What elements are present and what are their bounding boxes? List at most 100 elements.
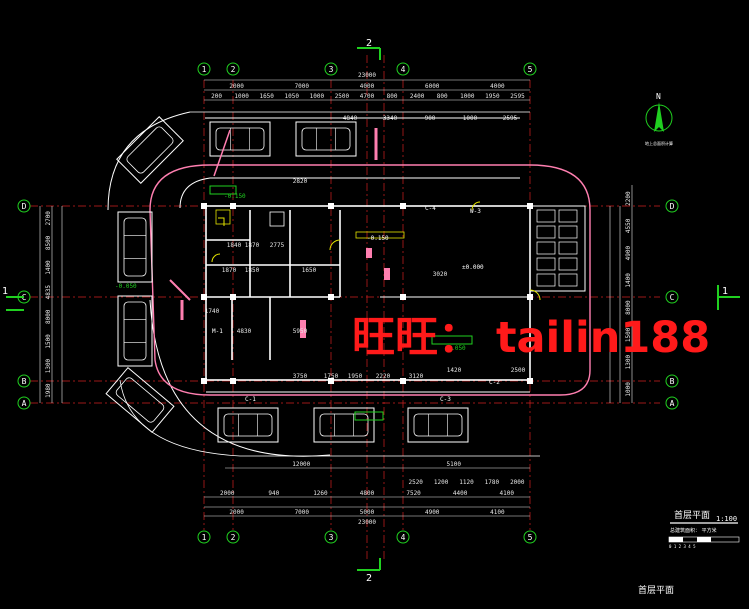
axis-bubble xyxy=(17,374,31,388)
parking-cars xyxy=(105,116,578,443)
column xyxy=(527,294,533,300)
dimension-text: 4550 xyxy=(625,218,632,233)
dimension-text: 4900 xyxy=(625,246,632,261)
dimension-text: 1050 xyxy=(285,93,300,100)
room-label: C-2 xyxy=(489,379,500,386)
axis-label: 5 xyxy=(528,533,533,542)
dimension-text: 8000 xyxy=(625,300,632,315)
axis-label: C xyxy=(22,293,27,302)
dimension-text: 2595 xyxy=(510,93,525,100)
drawing-title-block: 首层平面 1:100 总建筑面积： 平方米 0 1 2 3 4 5 xyxy=(668,509,740,549)
axis-bubble xyxy=(324,62,338,76)
dimension-text: 1980 xyxy=(45,383,52,398)
dimension-text: 5950 xyxy=(293,328,308,335)
drawing-title-name: 首层平面 xyxy=(674,509,710,521)
axis-label: 1 xyxy=(202,65,207,74)
section-marks xyxy=(6,47,740,571)
level-label: -0.150 xyxy=(224,193,246,200)
bike-stall xyxy=(558,273,578,287)
dimension-text: 1870 xyxy=(222,267,237,274)
dimension-text: 2500 xyxy=(511,367,526,374)
dimension-text: 7520 xyxy=(406,490,421,497)
column xyxy=(230,203,236,209)
dimension-text: 2700 xyxy=(45,211,52,226)
column xyxy=(400,378,406,384)
parked-car xyxy=(105,366,175,434)
building-walls xyxy=(205,205,586,393)
dimension-text: 1650 xyxy=(259,93,274,100)
footer-title: 首层平面 xyxy=(638,584,674,596)
column xyxy=(201,378,207,384)
drawing-title-subtitle: 总建筑面积： 平方米 xyxy=(670,527,717,534)
watermark-text: 旺旺： tailin188 xyxy=(352,313,710,363)
dimension-text: 1840 xyxy=(227,242,242,249)
dimension-text: 4700 xyxy=(360,93,375,100)
north-label: N xyxy=(656,92,661,101)
section-mark-left: 1 xyxy=(2,286,8,297)
dimension-text: 800 xyxy=(437,93,448,100)
axis-bubble xyxy=(226,530,240,544)
axis-grid xyxy=(30,55,660,560)
dimension-text: 4830 xyxy=(237,328,252,335)
dimension-text: 3340 xyxy=(383,115,398,122)
dimension-text: 7000 xyxy=(295,83,310,90)
axis-label: 2 xyxy=(231,533,236,542)
level-label: -0.150 xyxy=(367,235,389,242)
parked-car xyxy=(407,407,469,443)
dimension-text: 4400 xyxy=(453,490,468,497)
dimension-text: 2595 xyxy=(503,115,518,122)
level-label: -0.050 xyxy=(444,345,466,352)
dimension-text: 1650 xyxy=(302,267,317,274)
dimension-text: 1400 xyxy=(45,260,52,275)
dimension-text: 1750 xyxy=(324,373,339,380)
room-label: C-1 xyxy=(245,396,256,403)
column xyxy=(328,203,334,209)
axis-bubble xyxy=(523,62,537,76)
canopy-outline xyxy=(107,111,591,457)
parked-car xyxy=(313,407,375,443)
axis-label: B xyxy=(670,377,675,386)
axis-label: 5 xyxy=(528,65,533,74)
dimension-text: 4100 xyxy=(490,509,505,516)
north-caption: 地上总面积计算 xyxy=(645,140,673,146)
axis-label: B xyxy=(22,377,27,386)
bike-stall xyxy=(536,241,556,255)
dimension-text: 2000 xyxy=(229,83,244,90)
dimension-text: 1000 xyxy=(310,93,325,100)
dimension-text: 4000 xyxy=(490,83,505,90)
room-label: W-3 xyxy=(470,208,481,215)
bike-stall xyxy=(536,225,556,239)
bike-stall xyxy=(536,273,556,287)
section-mark-top: 2 xyxy=(366,38,372,49)
structural-columns xyxy=(201,203,533,384)
column xyxy=(201,203,207,209)
dimension-text: 4100 xyxy=(499,490,514,497)
dimension-text: 2220 xyxy=(376,373,391,380)
dimension-text: 1120 xyxy=(459,479,474,486)
dimension-text: 940 xyxy=(268,490,279,497)
bike-stall xyxy=(536,257,556,271)
dimension-text: 5100 xyxy=(447,461,462,468)
drawing-title-scale-bar: 0 1 2 3 4 5 xyxy=(669,544,696,549)
dimension-text: 1400 xyxy=(625,273,632,288)
axis-bubble xyxy=(665,290,679,304)
dimension-text: 1000 xyxy=(625,382,632,397)
dimension-text: 1950 xyxy=(485,93,500,100)
dimension-text: 1300 xyxy=(45,358,52,373)
dimension-text: 2400 xyxy=(410,93,425,100)
dimension-text: 200 xyxy=(211,93,222,100)
axis-bubble xyxy=(396,62,410,76)
axis-label: 1 xyxy=(202,533,207,542)
north-arrow: N 地上总面积计算 xyxy=(645,92,673,146)
detail-marks xyxy=(169,128,541,421)
axis-bubble xyxy=(226,62,240,76)
bike-stall xyxy=(558,257,578,271)
dimension-text: 1870 xyxy=(245,242,260,249)
section-mark-bottom: 2 xyxy=(366,573,372,584)
dimension-lines xyxy=(39,79,633,517)
dimension-text: 23000 xyxy=(358,72,376,79)
level-label: -0.050 xyxy=(115,283,137,290)
dimension-text: 4000 xyxy=(360,83,375,90)
